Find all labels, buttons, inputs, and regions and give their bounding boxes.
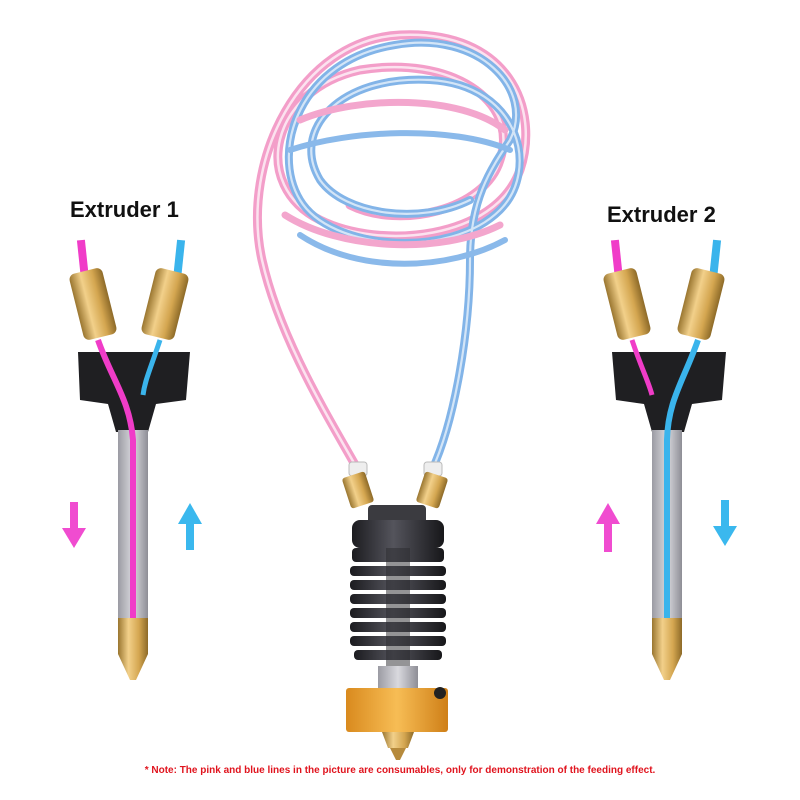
extruder-1-diagram: [62, 239, 202, 680]
arrow-up-pink-icon: [596, 503, 620, 552]
arrow-up-blue-icon: [178, 503, 202, 550]
brass-coupler-left: [342, 461, 374, 509]
extruder-2-label: Extruder 2: [607, 202, 716, 227]
hotend-assembly: [342, 461, 448, 760]
consumables-note: * Note: The pink and blue lines in the p…: [144, 765, 656, 776]
arrow-down-pink-icon: [62, 502, 86, 548]
nozzle: [382, 732, 414, 748]
arrow-down-blue-icon: [713, 500, 737, 546]
extruder-2-diagram: [596, 239, 737, 680]
heater-block: [346, 688, 448, 732]
heatsink: [350, 548, 446, 668]
brass-coupler-right: [416, 461, 448, 509]
extruder-1-label: Extruder 1: [70, 197, 179, 222]
ptfe-tube-coil: [253, 30, 531, 475]
